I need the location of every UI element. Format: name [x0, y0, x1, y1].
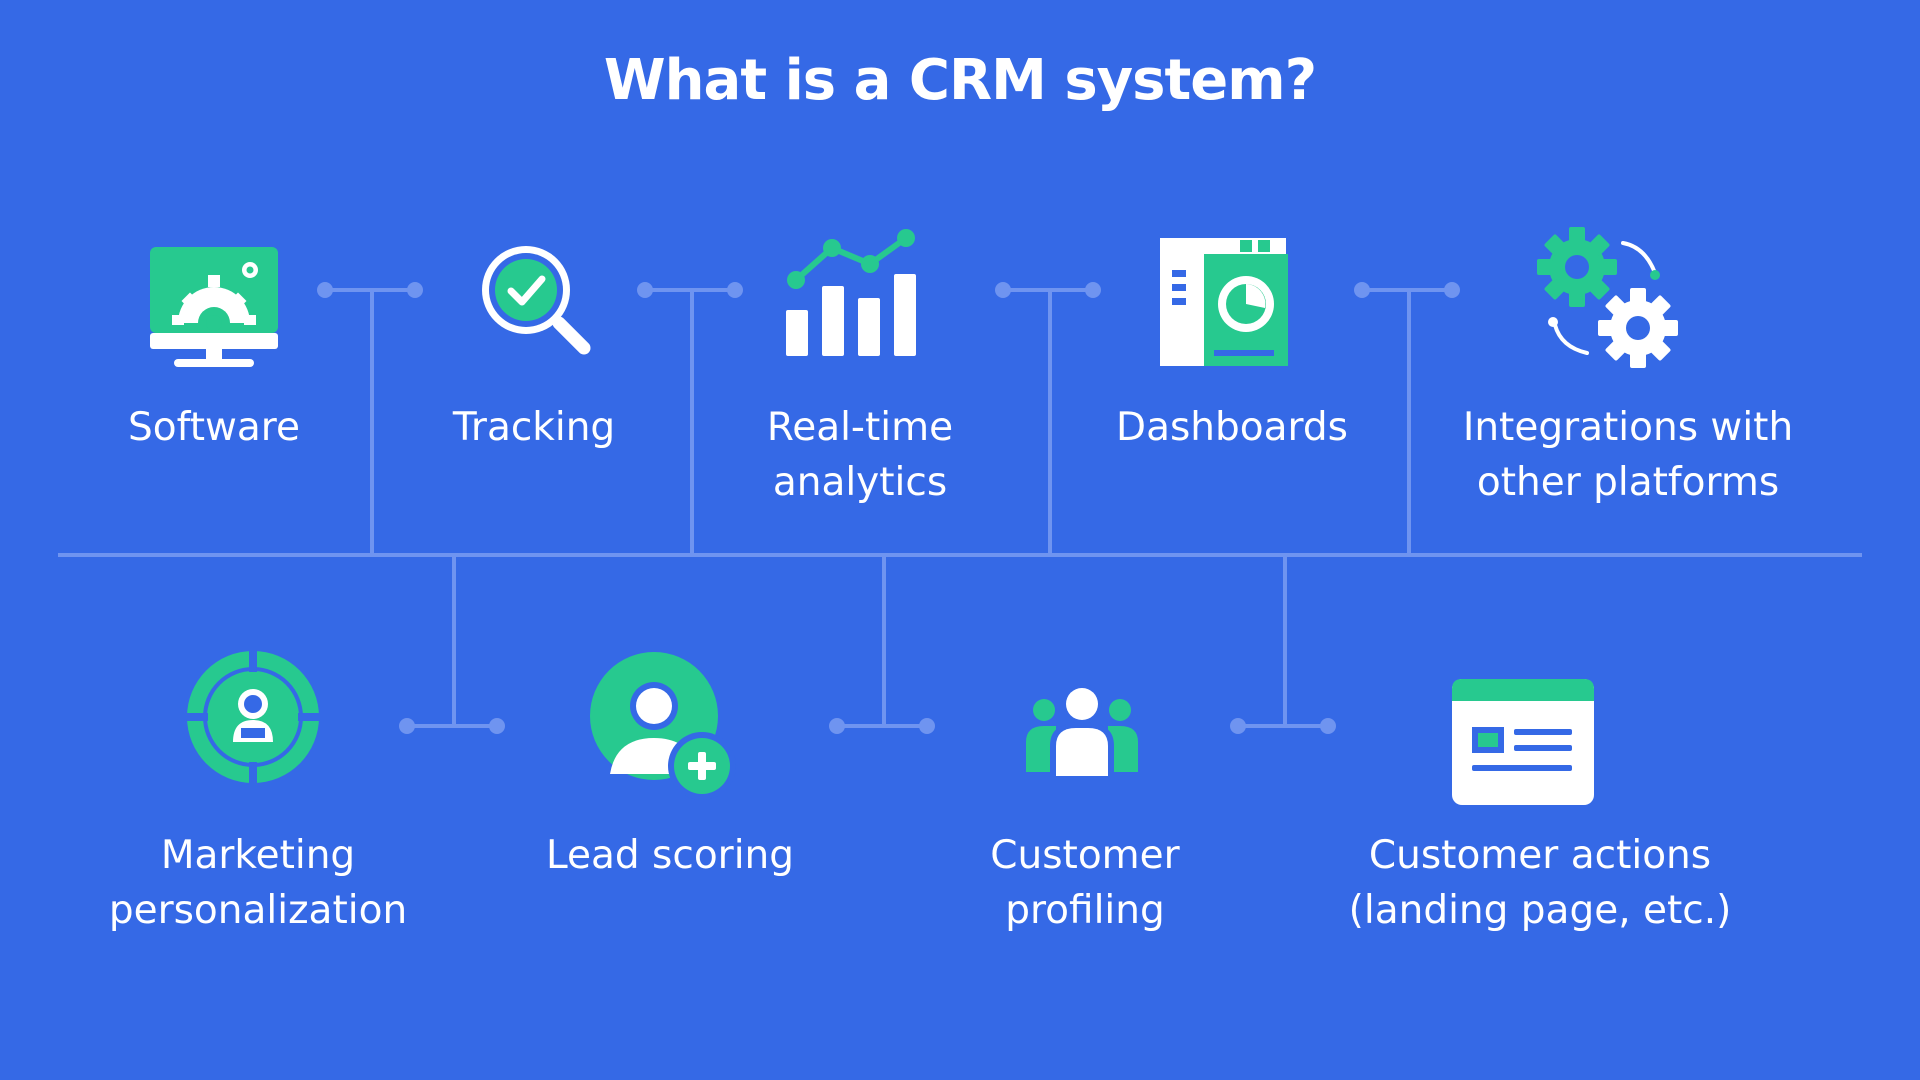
connector-lead-profiling: [829, 555, 935, 734]
connector-software-tracking: [317, 282, 423, 555]
connector-tracking-analytics: [637, 282, 743, 555]
connector-personalization-lead: [399, 555, 505, 734]
connector-dashboards-integrations: [1354, 282, 1460, 555]
label-dashboards: Dashboards: [1116, 405, 1348, 450]
monitor-gear-icon: [150, 247, 278, 367]
landing-page-icon: [1452, 679, 1594, 805]
connector-profiling-actions: [1230, 555, 1336, 734]
label-tracking: Tracking: [452, 405, 616, 450]
label-real-time-analytics: Real-time analytics: [766, 405, 954, 505]
target-person-icon: [186, 650, 320, 784]
user-add-icon: [590, 652, 736, 800]
user-group-icon: [1026, 684, 1138, 776]
label-customer-profiling: Customer profiling: [990, 833, 1180, 933]
label-software: Software: [128, 405, 300, 450]
label-lead-scoring: Lead scoring: [545, 833, 795, 878]
label-integrations: Integrations with other platforms: [1462, 405, 1794, 505]
dashboard-panel-icon: [1160, 238, 1288, 366]
gears-sync-icon: [1537, 227, 1678, 368]
label-customer-actions: Customer actions (landing page, etc.): [1348, 833, 1732, 933]
page-title: What is a CRM system?: [603, 48, 1317, 113]
bar-chart-trend-icon: [786, 229, 916, 356]
label-marketing-personalization: Marketing personalization: [108, 833, 408, 933]
connector-analytics-dashboards: [995, 282, 1101, 555]
magnifier-check-icon: [482, 246, 591, 355]
